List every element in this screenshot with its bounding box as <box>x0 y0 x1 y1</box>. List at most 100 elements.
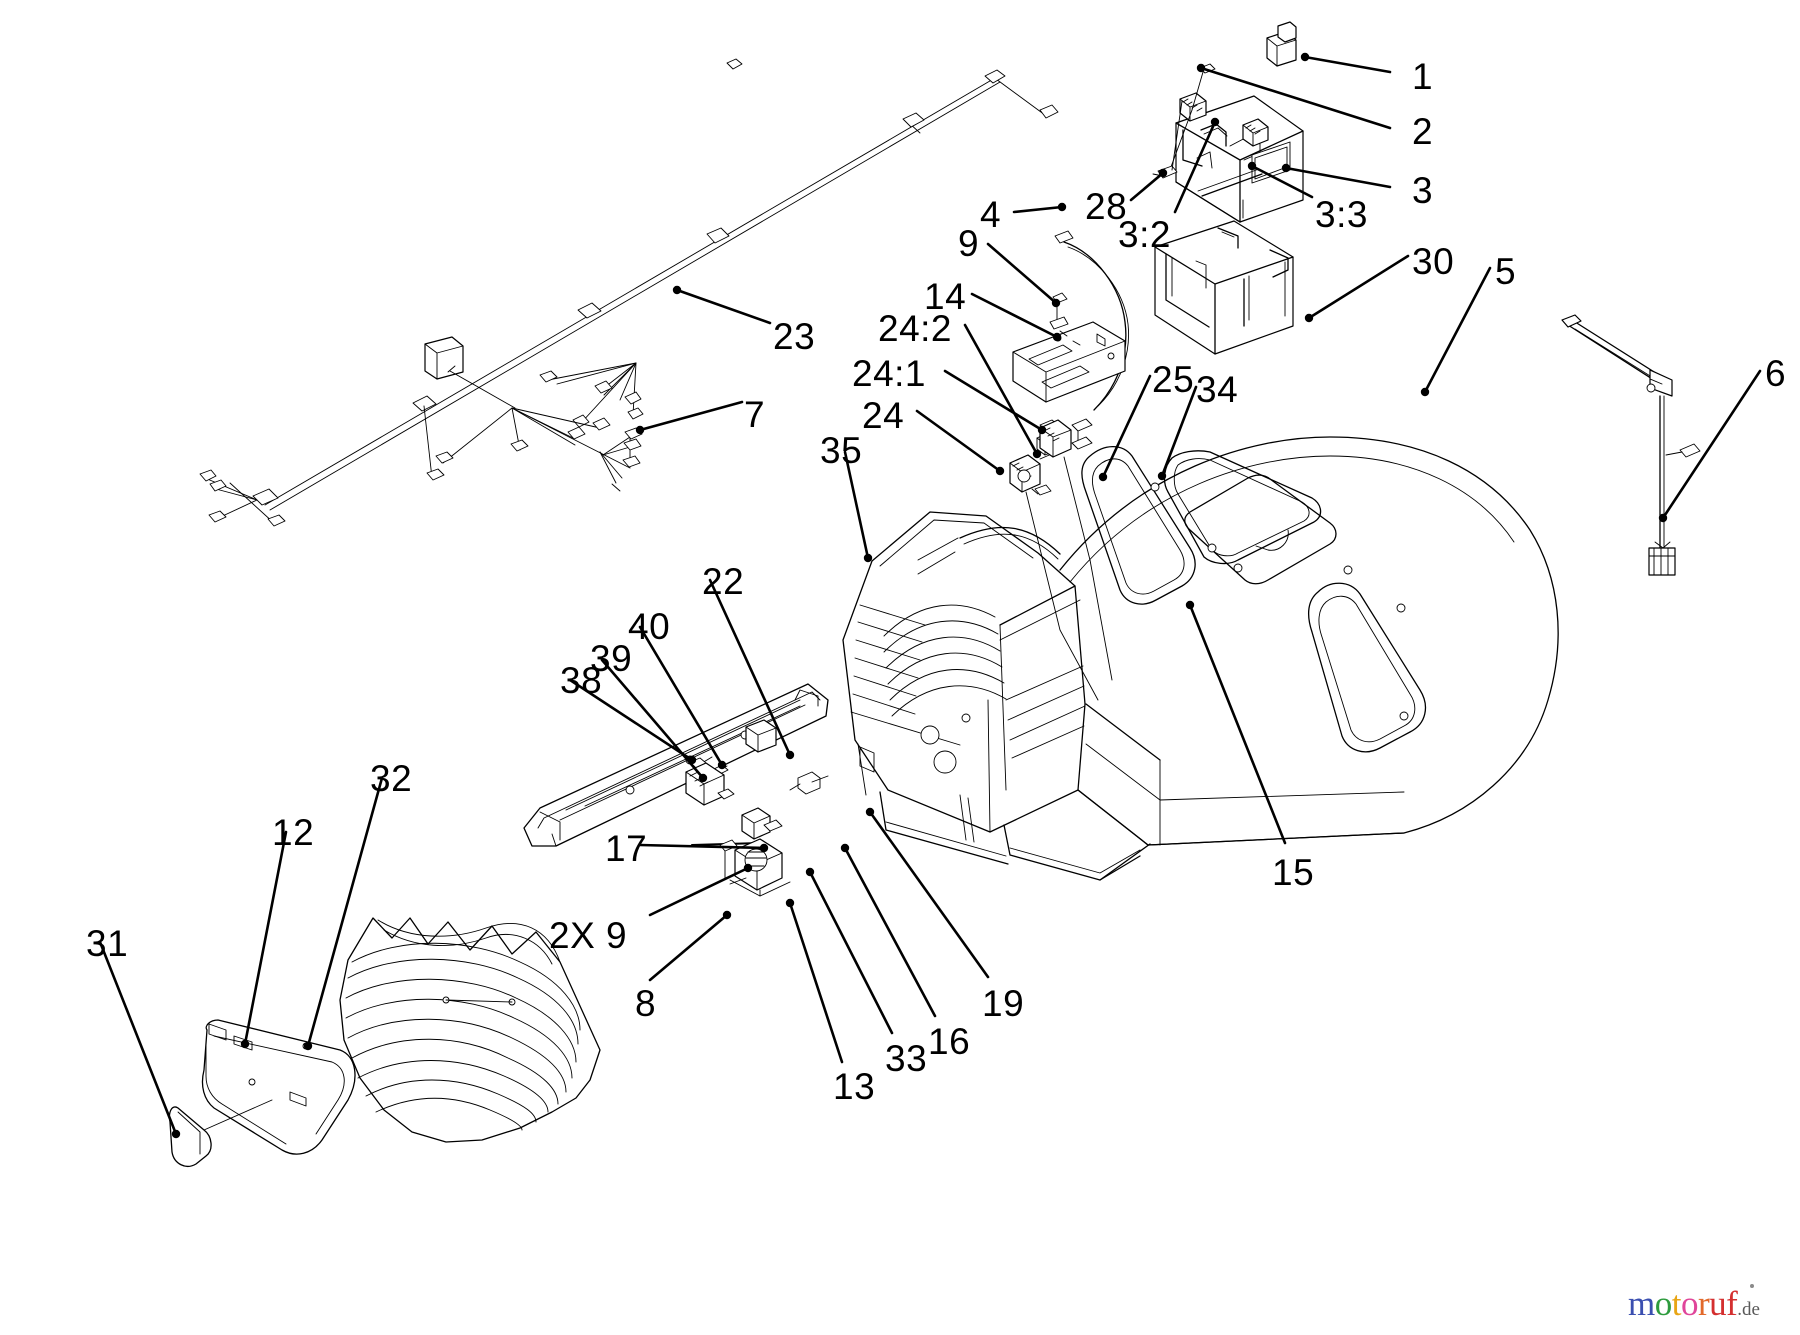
leader-dot-40 <box>717 760 727 770</box>
leader-line-3 <box>1284 166 1392 189</box>
leader-line-15 <box>1188 603 1287 845</box>
leader-line-6 <box>1661 369 1762 520</box>
callout-number-6: 6 <box>1765 353 1787 394</box>
leader-line-34 <box>1160 385 1198 478</box>
callout-number-40: 40 <box>628 606 671 647</box>
hood-part-35 <box>842 511 1086 833</box>
callout-number-8: 8 <box>635 983 657 1024</box>
harness-junction-box <box>424 336 464 380</box>
leader-dot-2x-9 <box>743 863 753 873</box>
parts-25-34 <box>1039 418 1093 458</box>
battery-part-3 <box>1175 95 1304 223</box>
callout-number-17: 17 <box>605 828 648 869</box>
battery-cable-and-bracket <box>1009 230 1129 701</box>
leader-dot-4 <box>1057 202 1067 212</box>
leader-line-13 <box>788 901 844 1064</box>
motoruf-watermark: motoruf.de <box>1628 1284 1760 1323</box>
leader-dot-38 <box>687 755 697 765</box>
leader-dot-35 <box>863 553 873 563</box>
bumper-part-12 <box>168 1019 356 1167</box>
leader-line-14 <box>970 292 1059 339</box>
callout-number-35: 35 <box>820 430 863 471</box>
leader-dot-24 <box>995 466 1005 476</box>
callout-number-23: 23 <box>773 316 816 357</box>
leader-line-28 <box>1129 171 1165 202</box>
rod-and-cable-5-6 <box>1561 314 1701 576</box>
leader-line-17 <box>638 843 766 850</box>
watermark-dot <box>1750 1284 1754 1288</box>
callout-number-4: 4 <box>980 194 1002 235</box>
frame-fender-part-15 <box>857 436 1559 881</box>
callout-number-3-2: 3:2 <box>1118 214 1171 255</box>
leader-line-22 <box>708 578 792 757</box>
callout-number-14: 14 <box>924 276 967 317</box>
callout-number-19: 19 <box>982 983 1025 1024</box>
leader-line-19 <box>868 810 990 979</box>
callout-number-1: 1 <box>1412 56 1434 97</box>
callout-number-34: 34 <box>1196 369 1239 410</box>
leader-dot-23 <box>672 285 682 295</box>
leader-dot-33 <box>805 867 815 877</box>
watermark-tld: .de <box>1737 1299 1760 1320</box>
leader-dot-34 <box>1157 471 1167 481</box>
leader-line-32 <box>306 776 384 1048</box>
callout-leader-lines <box>98 52 1762 1139</box>
callout-number-3: 3 <box>1412 170 1434 211</box>
leader-dot-39 <box>698 773 708 783</box>
watermark-letter: m <box>1628 1284 1655 1323</box>
callout-number-15: 15 <box>1272 852 1315 893</box>
leader-dot-31 <box>171 1129 181 1139</box>
callout-number-25: 25 <box>1152 359 1195 400</box>
part-1-cap <box>1266 21 1297 67</box>
callout-number-39: 39 <box>590 638 633 679</box>
leader-line-4 <box>1012 205 1064 214</box>
leader-dot-30 <box>1304 313 1314 323</box>
leader-dot-16 <box>840 843 850 853</box>
callout-number-28: 28 <box>1085 186 1128 227</box>
leader-dot-8 <box>722 910 732 920</box>
leader-dot-17 <box>759 843 769 853</box>
callout-number-13: 13 <box>833 1066 876 1107</box>
leader-line-24-1 <box>943 369 1044 432</box>
leader-dot-1 <box>1300 52 1310 62</box>
leader-dot-15 <box>1185 600 1195 610</box>
callout-number-16: 16 <box>928 1021 971 1062</box>
leader-dot-9 <box>1051 298 1061 308</box>
leader-dot-24-2 <box>1032 449 1042 459</box>
callout-number-12: 12 <box>272 812 315 853</box>
callout-number-22: 22 <box>702 561 745 602</box>
leader-line-2 <box>1199 66 1392 130</box>
leader-line-39 <box>600 658 705 780</box>
bracket-block-40 <box>685 762 735 806</box>
callout-number-7: 7 <box>744 394 766 435</box>
battery-assembly <box>1152 21 1304 223</box>
leader-line-40 <box>638 625 724 767</box>
watermark-letter: f <box>1726 1284 1738 1323</box>
leader-dot-25 <box>1098 472 1108 482</box>
leader-dot-7 <box>635 425 645 435</box>
leader-line-24 <box>915 409 1002 473</box>
frame-rail-part-22 <box>523 683 829 847</box>
watermark-letter: o <box>1654 1284 1673 1323</box>
leader-dot-5 <box>1420 387 1430 397</box>
leader-line-12 <box>243 830 288 1046</box>
leader-line-5 <box>1423 266 1492 394</box>
leader-dot-32 <box>303 1041 313 1051</box>
leader-line-38 <box>568 678 694 762</box>
leader-dot-28 <box>1158 168 1168 178</box>
callout-number-31: 31 <box>86 923 129 964</box>
leader-line-30 <box>1307 254 1410 320</box>
leader-line-7 <box>638 400 744 432</box>
leader-dot-13 <box>785 898 795 908</box>
leader-dot-19 <box>865 807 875 817</box>
leader-line-23 <box>675 288 772 325</box>
callout-number-38: 38 <box>560 660 603 701</box>
leader-line-2x-9 <box>648 866 750 917</box>
leader-line-9 <box>986 242 1058 305</box>
leader-dot-24-1 <box>1037 425 1047 435</box>
leader-line-25 <box>1101 374 1152 479</box>
leader-dot-3 <box>1281 163 1291 173</box>
leader-line-16 <box>843 846 937 1018</box>
